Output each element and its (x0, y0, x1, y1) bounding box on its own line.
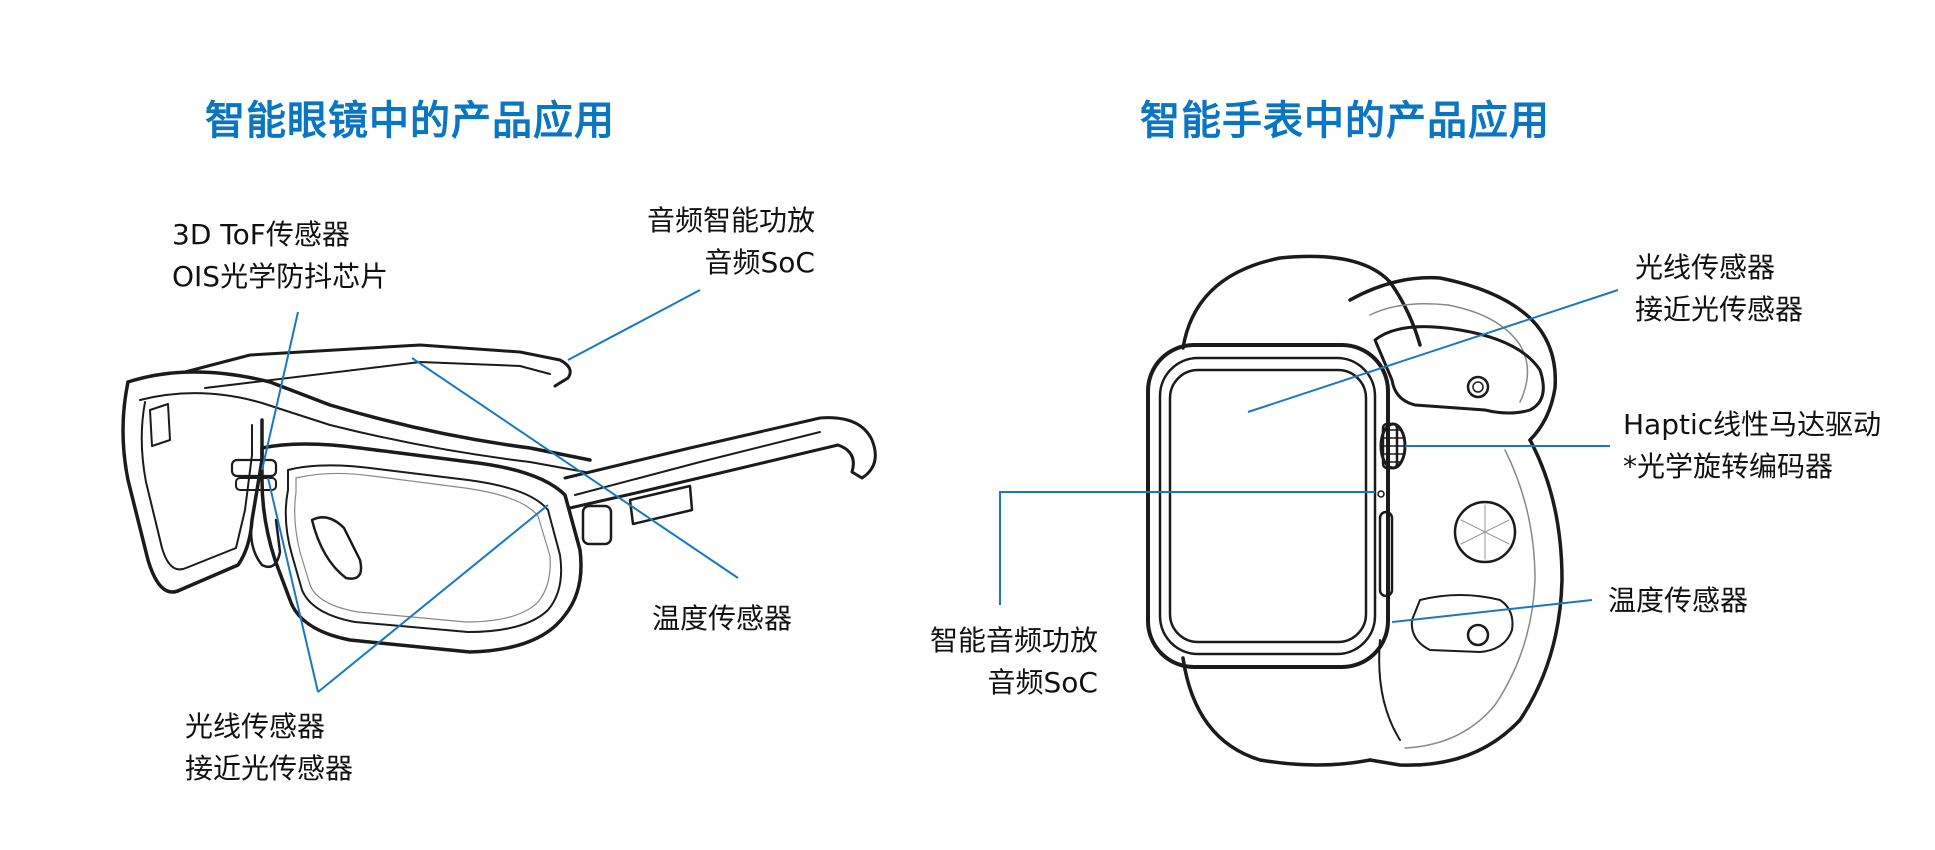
callout-line-light-watch (1247, 289, 1619, 413)
callout-line-temp-watch (1391, 599, 1593, 623)
label-temp-sensor-watch: 温度传感器 (1608, 580, 1748, 622)
label-light-glasses-line1: 光线传感器 (185, 710, 326, 743)
label-tof-sensor: 3D ToF传感器 OIS光学防抖芯片 (172, 214, 388, 298)
label-light-watch-line2: 接近光传感器 (1635, 293, 1804, 326)
callout-line-light-glasses-a (267, 477, 319, 693)
glasses-section-title: 智能眼镜中的产品应用 (205, 98, 615, 144)
label-audio-amp-watch: 智能音频功放 音频SoC (880, 620, 1098, 704)
label-audio-watch-line2: 音频SoC (987, 666, 1098, 699)
label-audio-amp-line1: 音频智能功放 (646, 204, 815, 237)
callout-line-tof (261, 311, 299, 471)
label-light-sensor-watch: 光线传感器 接近光传感器 (1635, 247, 1803, 331)
label-temp-sensor-glasses: 温度传感器 (652, 598, 792, 640)
smart-glasses-illustration (121, 343, 877, 654)
label-audio-amp-glasses: 音频智能功放 音频SoC (600, 200, 815, 284)
label-haptic-line1: Haptic线性马达驱动 (1623, 408, 1882, 441)
label-temp-watch-line1: 温度传感器 (1608, 584, 1749, 617)
callout-lines (261, 289, 1619, 693)
callout-line-audio (567, 289, 701, 361)
callout-line-audio-watch (999, 491, 1375, 605)
label-light-watch-line1: 光线传感器 (1635, 251, 1776, 284)
callout-line-temp-glasses (411, 357, 739, 579)
smart-watch-illustration (1146, 254, 1564, 767)
callout-line-light-glasses-b (317, 504, 549, 693)
watch-section-title: 智能手表中的产品应用 (1140, 98, 1550, 144)
label-audio-watch-line1: 智能音频功放 (929, 624, 1098, 657)
label-light-sensor-glasses: 光线传感器 接近光传感器 (185, 706, 353, 790)
label-haptic-line2: *光学旋转编码器 (1623, 450, 1834, 483)
label-temp-glasses-line1: 温度传感器 (652, 602, 793, 635)
label-tof-line2: OIS光学防抖芯片 (172, 260, 389, 293)
label-haptic-driver: Haptic线性马达驱动 *光学旋转编码器 (1623, 404, 1881, 488)
label-audio-amp-line2: 音频SoC (704, 246, 815, 279)
label-tof-line1: 3D ToF传感器 (172, 218, 350, 251)
label-light-glasses-line2: 接近光传感器 (185, 752, 354, 785)
